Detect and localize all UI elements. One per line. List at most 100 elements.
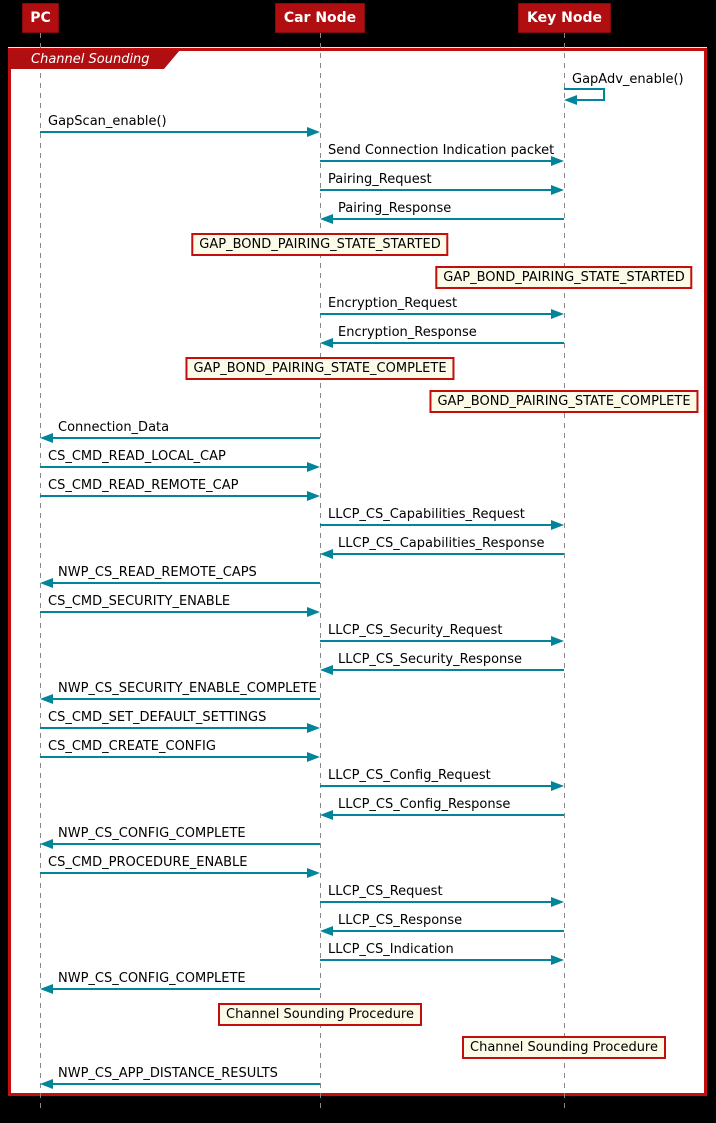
message-label: NWP_CS_APP_DISTANCE_RESULTS	[58, 1066, 278, 1081]
message-label: Send Connection Indication packet	[328, 143, 555, 158]
arrowhead-right-icon	[551, 185, 564, 195]
participant-key-node: Key Node	[518, 3, 611, 33]
arrowhead-left-icon	[40, 694, 53, 704]
note: GAP_BOND_PAIRING_STATE_COMPLETE	[185, 357, 455, 380]
self-message-line	[576, 99, 605, 101]
note: GAP_BOND_PAIRING_STATE_COMPLETE	[429, 390, 699, 413]
message-line	[320, 524, 553, 526]
message-line	[331, 218, 564, 220]
message-label: GapScan_enable()	[48, 114, 167, 129]
message-label: LLCP_CS_Indication	[328, 942, 454, 957]
self-message-line	[564, 88, 605, 90]
message-label: CS_CMD_READ_LOCAL_CAP	[48, 449, 226, 464]
lifeline-car	[320, 33, 321, 1112]
message-label: NWP_CS_SECURITY_ENABLE_COMPLETE	[58, 681, 317, 696]
self-message-line	[603, 88, 605, 101]
arrowhead-left-icon	[564, 95, 577, 105]
message-label: LLCP_CS_Config_Request	[328, 768, 491, 783]
message-line	[320, 959, 553, 961]
note: GAP_BOND_PAIRING_STATE_STARTED	[191, 233, 449, 256]
message-line	[320, 313, 553, 315]
message-line	[320, 785, 553, 787]
arrowhead-right-icon	[551, 781, 564, 791]
message-line	[51, 437, 320, 439]
arrowhead-right-icon	[551, 955, 564, 965]
arrowhead-left-icon	[320, 810, 333, 820]
message-line	[51, 582, 320, 584]
message-line	[320, 901, 553, 903]
message-label: NWP_CS_CONFIG_COMPLETE	[58, 971, 246, 986]
arrowhead-left-icon	[320, 549, 333, 559]
message-line	[331, 930, 564, 932]
message-label: CS_CMD_SET_DEFAULT_SETTINGS	[48, 710, 267, 725]
message-line	[40, 611, 309, 613]
message-label: CS_CMD_SECURITY_ENABLE	[48, 594, 231, 609]
arrowhead-right-icon	[307, 462, 320, 472]
message-label: LLCP_CS_Capabilities_Response	[338, 536, 545, 551]
message-label: LLCP_CS_Request	[328, 884, 443, 899]
message-label: LLCP_CS_Response	[338, 913, 463, 928]
arrowhead-right-icon	[307, 868, 320, 878]
arrowhead-right-icon	[551, 897, 564, 907]
message-line	[331, 553, 564, 555]
arrowhead-left-icon	[40, 578, 53, 588]
message-line	[331, 814, 564, 816]
message-line	[40, 466, 309, 468]
arrowhead-right-icon	[551, 309, 564, 319]
message-label: Pairing_Request	[328, 172, 432, 187]
arrowhead-right-icon	[307, 607, 320, 617]
message-label: CS_CMD_READ_REMOTE_CAP	[48, 478, 239, 493]
message-label: Encryption_Response	[338, 325, 477, 340]
frame-title: Channel Sounding	[8, 50, 180, 69]
message-label: NWP_CS_READ_REMOTE_CAPS	[58, 565, 257, 580]
message-line	[40, 495, 309, 497]
self-message-label: GapAdv_enable()	[572, 72, 684, 87]
arrowhead-left-icon	[40, 839, 53, 849]
lifeline-key	[564, 33, 565, 1112]
message-label: NWP_CS_CONFIG_COMPLETE	[58, 826, 246, 841]
message-label: Encryption_Request	[328, 296, 458, 311]
message-line	[51, 1083, 320, 1085]
arrowhead-right-icon	[307, 491, 320, 501]
message-line	[51, 843, 320, 845]
message-label: CS_CMD_CREATE_CONFIG	[48, 739, 216, 754]
message-line	[320, 160, 553, 162]
arrowhead-left-icon	[320, 926, 333, 936]
note: Channel Sounding Procedure	[462, 1036, 666, 1059]
message-line	[320, 189, 553, 191]
arrowhead-left-icon	[40, 433, 53, 443]
note: Channel Sounding Procedure	[218, 1003, 422, 1026]
message-line	[331, 669, 564, 671]
message-line	[51, 698, 320, 700]
arrowhead-left-icon	[320, 665, 333, 675]
message-line	[320, 640, 553, 642]
message-label: Connection_Data	[58, 420, 170, 435]
arrowhead-right-icon	[307, 127, 320, 137]
participant-car-node: Car Node	[275, 3, 365, 33]
message-label: LLCP_CS_Config_Response	[338, 797, 511, 812]
message-line	[40, 756, 309, 758]
message-line	[51, 988, 320, 990]
participant-pc: PC	[22, 3, 59, 33]
message-label: LLCP_CS_Security_Response	[338, 652, 523, 667]
message-label: LLCP_CS_Security_Request	[328, 623, 503, 638]
message-line	[331, 342, 564, 344]
channel-sounding-frame	[8, 48, 707, 1096]
note: GAP_BOND_PAIRING_STATE_STARTED	[435, 266, 693, 289]
lifeline-pc	[40, 33, 41, 1112]
arrowhead-right-icon	[551, 520, 564, 530]
arrowhead-right-icon	[307, 752, 320, 762]
arrowhead-right-icon	[551, 636, 564, 646]
message-label: Pairing_Response	[338, 201, 452, 216]
message-line	[40, 727, 309, 729]
message-line	[40, 872, 309, 874]
arrowhead-left-icon	[40, 984, 53, 994]
arrowhead-right-icon	[307, 723, 320, 733]
arrowhead-left-icon	[320, 214, 333, 224]
message-label: CS_CMD_PROCEDURE_ENABLE	[48, 855, 248, 870]
arrowhead-right-icon	[551, 156, 564, 166]
arrowhead-left-icon	[320, 338, 333, 348]
message-line	[40, 131, 309, 133]
message-label: LLCP_CS_Capabilities_Request	[328, 507, 525, 522]
